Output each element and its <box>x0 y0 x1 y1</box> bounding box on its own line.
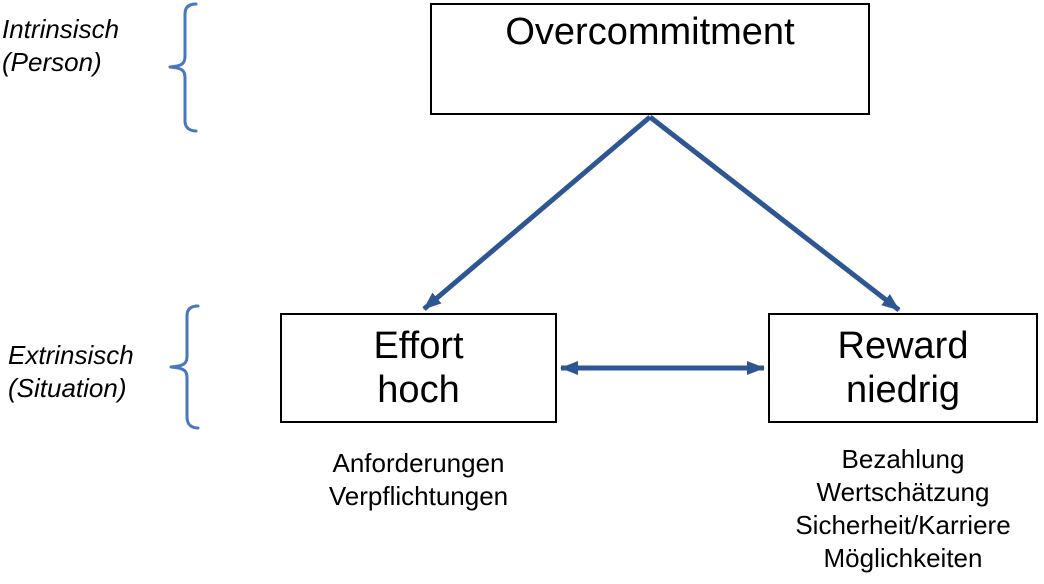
arrow-overcommitment-to-effort-icon <box>422 115 652 311</box>
reward-factor-item: Wertschätzung <box>816 477 990 507</box>
reward-factor-item: Bezahlung <box>841 444 965 474</box>
effort-factor-item: Anforderungen <box>332 448 505 478</box>
effort-factor-list: Anforderungen Verpflichtungen <box>278 447 559 513</box>
reward-factor-item: Sicherheit/Karriere <box>795 510 1011 540</box>
extrinsic-brace-icon <box>169 304 200 430</box>
box-overcommitment: Overcommitment <box>430 3 870 115</box>
extrinsic-row-label: Extrinsisch (Situation) <box>8 339 134 405</box>
intrinsic-row-label-line2: (Person) <box>2 47 102 77</box>
arrow-overcommitment-to-reward-icon <box>648 115 901 312</box>
effort-factor-item: Verpflichtungen <box>328 481 509 511</box>
intrinsic-row-label-line1: Intrinsisch <box>2 14 120 44</box>
reward-label-line1: Reward <box>837 325 969 367</box>
extrinsic-row-label-line2: (Situation) <box>8 373 127 403</box>
box-reward: Reward niedrig <box>768 313 1038 423</box>
extrinsic-row-label-line1: Extrinsisch <box>8 340 134 370</box>
reward-factor-list: Bezahlung Wertschätzung Sicherheit/Karri… <box>763 443 1043 575</box>
box-effort: Effort hoch <box>280 313 557 423</box>
reward-label-line2: niedrig <box>845 369 961 411</box>
intrinsic-row-label: Intrinsisch (Person) <box>2 13 119 79</box>
reward-factor-item: Möglichkeiten <box>823 543 983 573</box>
effort-label-line2: hoch <box>377 369 460 411</box>
intrinsic-brace-icon <box>168 2 198 133</box>
overcommitment-label: Overcommitment <box>505 11 795 53</box>
effort-label-line1: Effort <box>373 325 464 367</box>
